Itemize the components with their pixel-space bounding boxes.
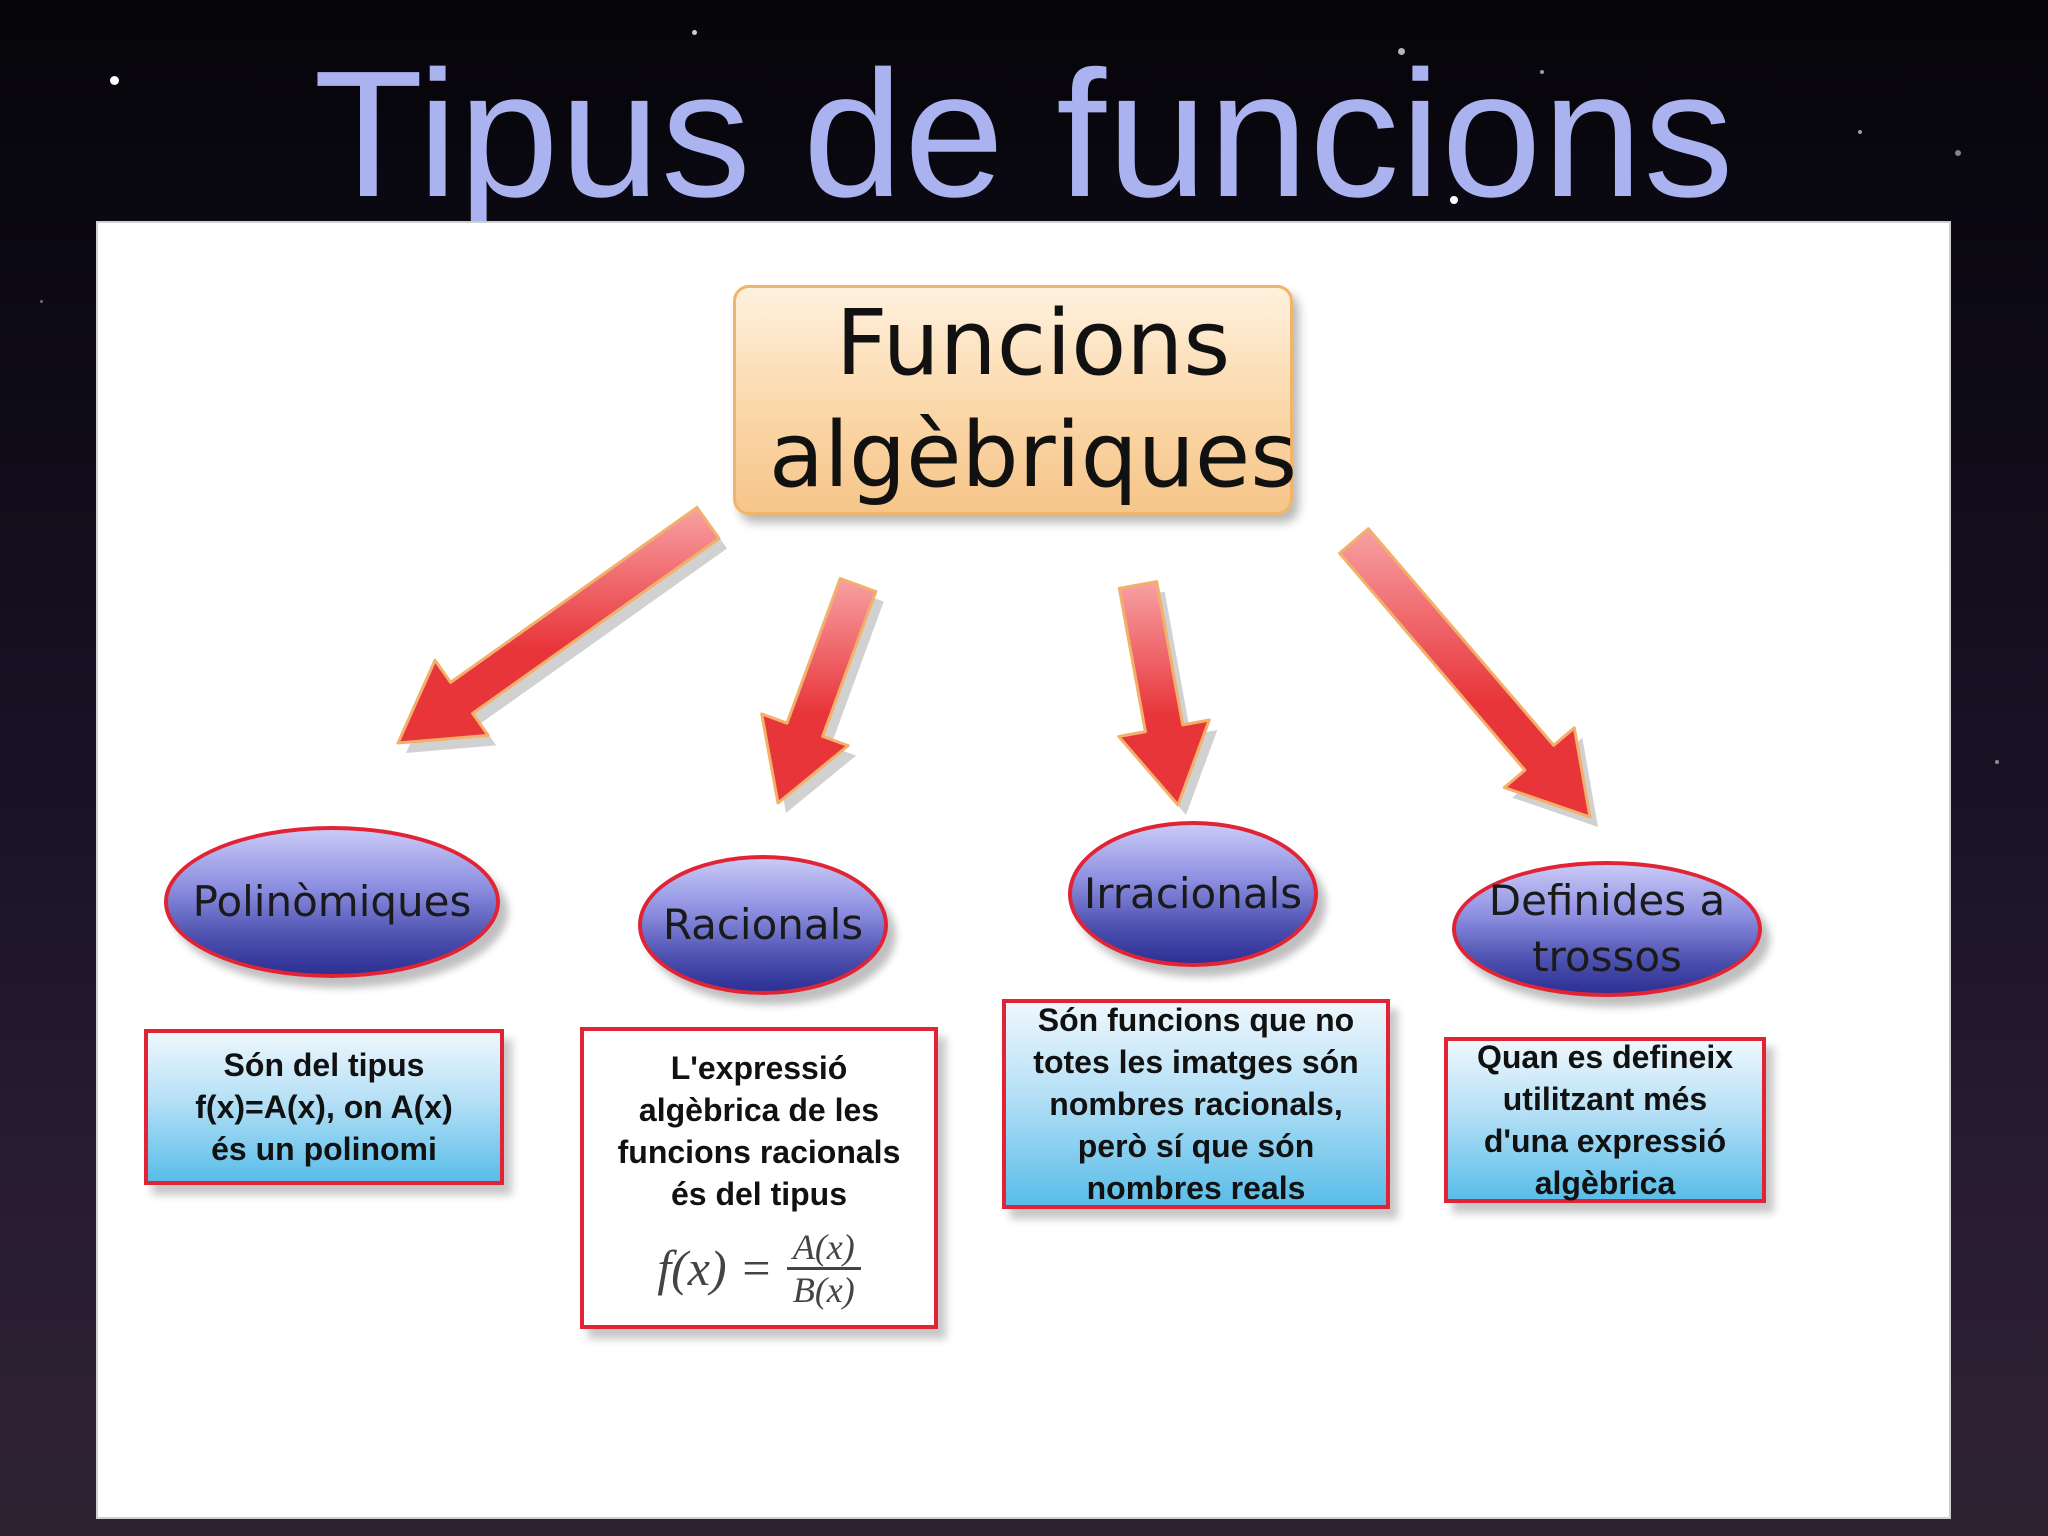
description-racionals: L'expressió algèbrica de les funcions ra… (580, 1027, 938, 1329)
branch-irracionals: Irracionals (1068, 821, 1318, 967)
branch-polinomiques: Polinòmiques (164, 826, 500, 978)
description-text: Són funcions que no totes les imatges só… (1033, 1002, 1359, 1206)
description-text: L'expressió algèbrica de les funcions ra… (617, 1049, 901, 1212)
description-irracionals: Són funcions que no totes les imatges só… (1002, 999, 1390, 1209)
star (1540, 70, 1544, 74)
branch-label: Definides a trossos (1488, 876, 1726, 981)
formula-lhs: f(x) = (657, 1240, 773, 1296)
branch-racionals: Racionals (638, 855, 888, 995)
arrows (396, 506, 1598, 827)
arrow-to-polinomiques (396, 506, 721, 745)
description-polinomiques: Són del tipus f(x)=A(x), on A(x) és un p… (144, 1029, 504, 1185)
arrows-layer (396, 506, 1598, 827)
star (1955, 150, 1961, 156)
branch-label: Racionals (662, 900, 864, 949)
arrow-to-racionals (760, 577, 878, 805)
branch-label: Polinòmiques (192, 877, 472, 926)
root-node: Funcions algèbriques (733, 285, 1297, 515)
star (110, 76, 119, 85)
rational-formula: f(x) = A(x) B(x) (657, 1227, 861, 1310)
formula-fraction: A(x) B(x) (786, 1227, 861, 1310)
star (1450, 196, 1458, 204)
star (1995, 760, 1999, 764)
description-definides-a-trossos: Quan es defineix utilitzant més d'una ex… (1444, 1037, 1766, 1203)
root-label: Funcions algèbriques (768, 291, 1298, 508)
star (40, 300, 43, 303)
star (1398, 48, 1405, 55)
formula-denominator: B(x) (792, 1269, 855, 1310)
star (1858, 130, 1862, 134)
formula-numerator: A(x) (786, 1227, 861, 1270)
diagram-panel: Funcions algèbriques Polinòmiques Racion… (96, 221, 1951, 1519)
branch-definides-a-trossos: Definides a trossos (1452, 861, 1762, 997)
description-text: Quan es defineix utilitzant més d'una ex… (1476, 1039, 1734, 1201)
description-text: Són del tipus f(x)=A(x), on A(x) és un p… (195, 1047, 453, 1167)
branch-label: Irracionals (1083, 869, 1303, 918)
star (692, 30, 697, 35)
arrow-to-irracionals (1117, 580, 1211, 807)
arrow-to-definides (1338, 527, 1592, 819)
slide-title: Tipus de funcions (313, 34, 1735, 235)
